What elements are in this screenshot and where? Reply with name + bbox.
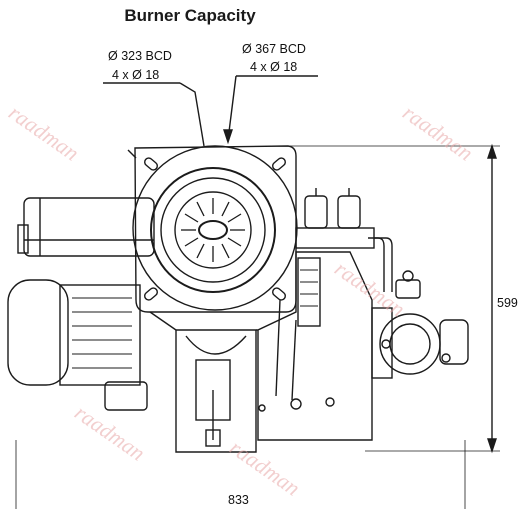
motor-end-cap bbox=[7, 279, 69, 386]
nozzle-head bbox=[198, 220, 228, 240]
motor-foot bbox=[104, 381, 148, 411]
linkage-rod bbox=[275, 299, 281, 397]
solenoid-valve bbox=[304, 195, 328, 229]
right-holes-label: 4 x Ø 18 bbox=[250, 60, 298, 74]
mount-slot bbox=[144, 287, 158, 301]
motor-body bbox=[59, 284, 141, 386]
swirl-disc bbox=[174, 191, 252, 269]
flange-plate bbox=[134, 145, 297, 313]
bcd-circle bbox=[132, 145, 298, 311]
width-dimension-label: 833 bbox=[228, 493, 249, 507]
mount-slot bbox=[272, 287, 286, 301]
right-callout-arrow bbox=[223, 129, 233, 145]
motor-top-housing bbox=[23, 197, 155, 257]
left-holes-label: 4 x Ø 18 bbox=[112, 68, 160, 82]
height-dimension-label: 599 bbox=[497, 296, 518, 310]
drain-fitting bbox=[205, 429, 221, 447]
blast-tube-inner bbox=[160, 177, 266, 283]
left-bcd-label: Ø 323 BCD bbox=[108, 49, 172, 63]
pump-solenoid bbox=[395, 279, 421, 299]
right-bcd-label: Ø 367 BCD bbox=[242, 42, 306, 56]
mount-slot bbox=[272, 157, 286, 171]
swirl-vanes bbox=[181, 198, 245, 262]
oil-pump-body bbox=[379, 313, 441, 375]
damper-plate bbox=[297, 257, 321, 327]
blast-tube-outer bbox=[150, 167, 276, 293]
air-box bbox=[257, 251, 373, 441]
solenoid-valve bbox=[337, 195, 361, 229]
pump-outlet-block bbox=[439, 319, 469, 365]
left-callout-leader bbox=[179, 82, 205, 147]
mount-slot bbox=[144, 157, 158, 171]
lower-housing bbox=[175, 329, 257, 453]
page-title: Burner Capacity bbox=[124, 6, 256, 25]
valve-manifold bbox=[295, 227, 375, 249]
